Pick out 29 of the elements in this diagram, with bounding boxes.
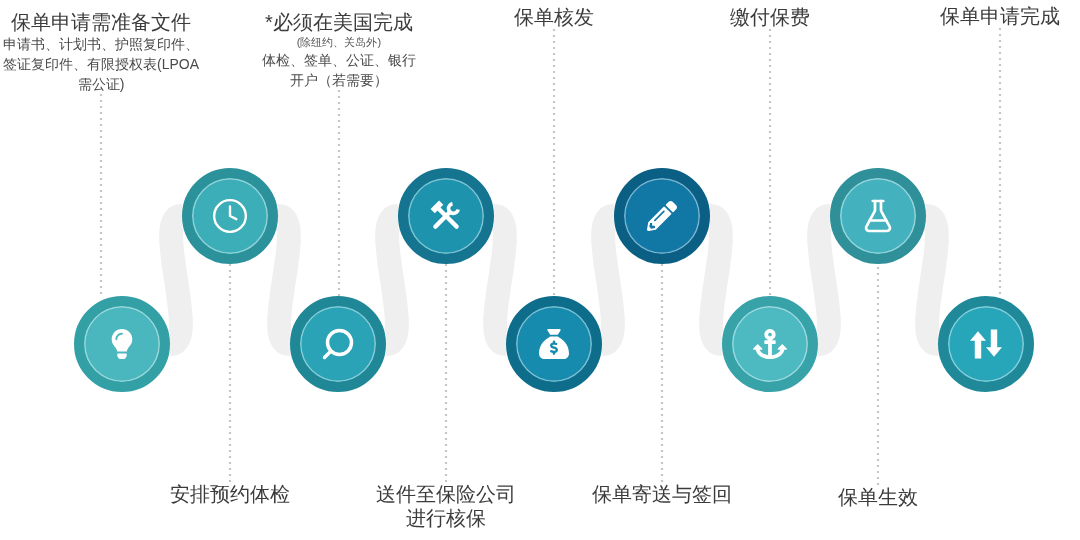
connector-band: [159, 204, 193, 356]
dotted-leader-line: [768, 29, 772, 296]
step-title: 保单核发: [514, 5, 594, 29]
step-description: 体检、签单、公证、银行开户（若需要）: [261, 51, 417, 90]
dotted-leader-line: [99, 94, 103, 296]
step-note: (除纽约、关岛外): [296, 35, 382, 50]
step-title: 保单申请完成: [940, 4, 1060, 28]
dotted-leader-line: [337, 90, 341, 296]
step-title: 缴付保费: [730, 5, 810, 29]
dotted-leader-line: [444, 264, 448, 482]
step-title: 安排预约体检: [170, 482, 290, 506]
connector-band: [267, 204, 301, 356]
step-description: 申请书、计划书、护照复印件、签证复印件、有限授权表(LPOA 需公证): [2, 35, 200, 94]
step-title: 保单生效: [838, 485, 918, 509]
dotted-leader-line: [228, 264, 232, 482]
step-title: 保单申请需准备文件: [11, 10, 191, 34]
step-title: *必须在美国完成: [265, 10, 413, 34]
connector-band: [591, 204, 625, 356]
dotted-leader-line: [998, 28, 1002, 296]
connector-band: [915, 204, 949, 356]
dotted-leader-line: [552, 29, 556, 296]
connector-band: [807, 204, 841, 356]
dotted-leader-line: [876, 264, 880, 485]
connector-band: [375, 204, 409, 356]
step-title: 保单寄送与签回: [592, 482, 732, 506]
step-title: 送件至保险公司进行核保: [375, 482, 517, 530]
connector-band: [483, 204, 517, 356]
dotted-leader-line: [660, 264, 664, 482]
connector-band: [699, 204, 733, 356]
